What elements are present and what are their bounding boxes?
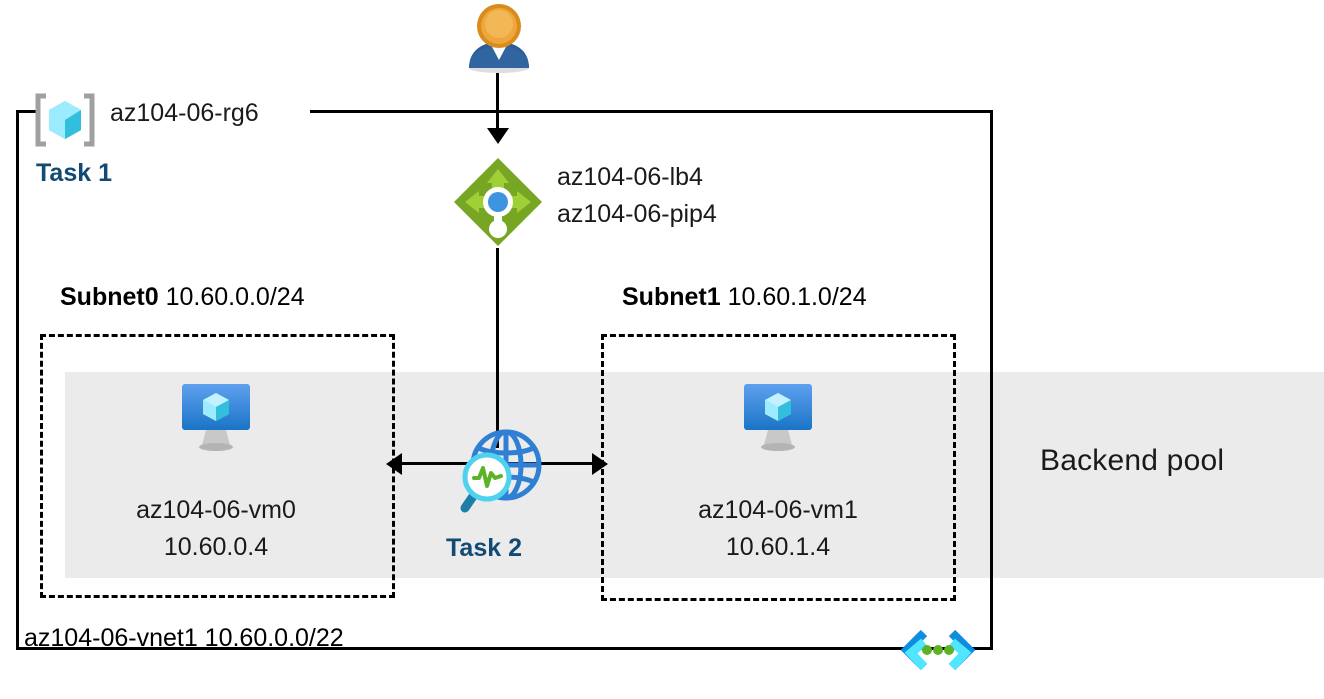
load-balancer-icon: [451, 155, 545, 249]
virtual-machine-icon: [178, 381, 254, 453]
user-icon: [459, 2, 539, 74]
subnet-1-cidr: 10.60.1.0/24: [727, 283, 867, 311]
task-2-label: Task 2: [446, 534, 522, 562]
vm-1-name-label: az104-06-vm1: [698, 496, 858, 524]
task-1-label: Task 1: [36, 159, 112, 187]
resource-group-border-left: [16, 110, 19, 650]
user-to-lb-connector: [496, 73, 499, 130]
subnet-1-title: Subnet1 10.60.1.0/24: [622, 283, 867, 312]
load-balancer-name-label: az104-06-lb4: [557, 163, 703, 191]
subnet-connector-arrowhead-left: [386, 453, 402, 475]
vm-0-name-label: az104-06-vm0: [136, 496, 296, 524]
subnet-connector-arrowhead-right: [592, 453, 608, 475]
lb-to-network-watcher-connector: [496, 248, 499, 448]
network-watcher-icon: [451, 424, 547, 520]
backend-pool-label: Backend pool: [1040, 444, 1225, 477]
subnet-0-cidr: 10.60.0.0/24: [165, 283, 305, 311]
vm-1-ip-label: 10.60.1.4: [725, 533, 831, 561]
resource-group-border-bottom: [16, 647, 993, 650]
subnet-0-title: Subnet0 10.60.0.0/24: [60, 283, 305, 312]
resource-group-label: az104-06-rg6: [110, 99, 259, 127]
virtual-network-label: az104-06-vnet1 10.60.0.0/22: [24, 624, 344, 652]
backend-pool-region: [65, 372, 1324, 578]
resource-group-border-top-left: [16, 110, 38, 113]
resource-group-border-top-right: [310, 110, 993, 113]
virtual-network-icon: [898, 628, 978, 672]
subnet-1-name: Subnet1: [622, 283, 721, 311]
virtual-machine-icon: [740, 381, 816, 453]
subnet-0-name: Subnet0: [60, 283, 159, 311]
public-ip-name-label: az104-06-pip4: [557, 200, 717, 228]
resource-group-icon: [33, 92, 97, 148]
resource-group-border-right: [990, 110, 993, 650]
user-to-lb-arrowhead: [487, 128, 509, 144]
vm-0-ip-label: 10.60.0.4: [163, 533, 269, 561]
